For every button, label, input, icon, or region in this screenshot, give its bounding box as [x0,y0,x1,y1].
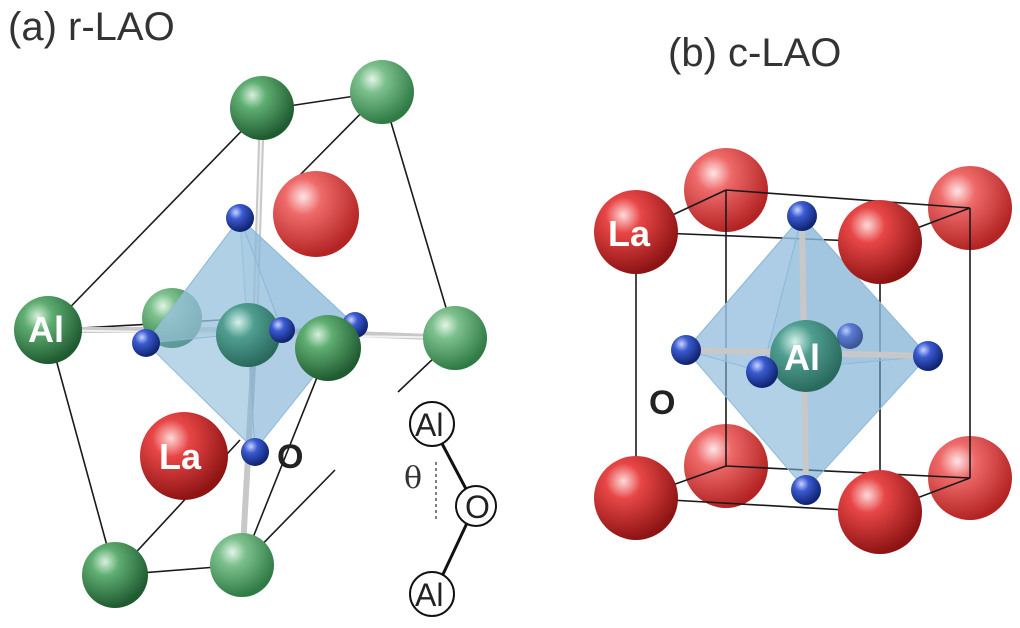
panel-a-o-atom [241,438,269,466]
panel-a-o-label: O [277,438,303,476]
panel-a-o-atom [132,329,160,357]
panel-a-o-atom [269,317,295,343]
inset-middle-atom-label: O [465,489,490,525]
panel-b-o-atom [913,341,943,371]
panel-b-o-atom [791,475,821,505]
panel-a-al-atom [82,542,148,608]
inset-al-atom-bottom [409,571,455,617]
panel-b: (b) c-LAO [594,31,1012,554]
panel-b-octahedron [683,213,931,493]
panel-b-title: (b) c-LAO [668,31,841,75]
panel-b-la-label: La [608,213,651,254]
inset-al-atom-top [409,401,455,447]
panel-b-al-label: Al [784,337,820,378]
panel-a-al-atom [230,76,294,140]
panel-a-al-atom [350,60,414,124]
panel-b-la-atom [838,470,922,554]
panel-a-bond-angle-inset: Al O Al θ [404,401,497,617]
panel-b-o-atom [837,323,863,349]
panel-b-o-label: O [649,384,675,422]
panel-b-o-atom [671,335,701,365]
panel-b-o-atom [787,201,817,231]
panel-b-la-atom [838,200,922,284]
panel-a: (a) r-LAO [8,5,497,617]
panel-a-al-atom [210,533,274,597]
panel-a-la-atom-labeled [140,412,228,500]
inset-top-atom-label: Al [415,407,443,443]
panel-b-la-atom-labeled [594,190,678,274]
panel-b-o-atom [746,356,778,388]
panel-a-o-atom [226,204,254,232]
panel-a-al-atom [423,306,487,370]
inset-o-atom [455,485,497,527]
panel-a-al-atom [295,315,361,381]
panel-b-al-atom-center [770,320,842,392]
panel-a-la-atom-back [273,171,359,257]
panel-a-al-atom-labeled [14,296,82,364]
panel-a-al-atom-center [216,303,280,367]
inset-angle-symbol: θ [404,461,422,496]
panel-a-title: (a) r-LAO [8,5,175,49]
inset-bottom-atom-label: Al [415,577,443,613]
panel-a-la-label: La [159,436,202,477]
panel-b-la-atom [594,456,678,540]
panel-a-al-label: Al [28,309,64,350]
